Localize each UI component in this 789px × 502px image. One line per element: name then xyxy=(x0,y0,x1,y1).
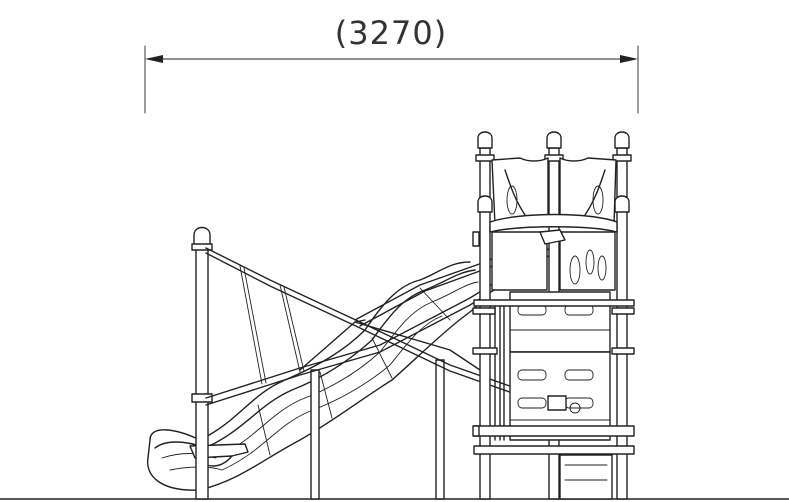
left-post xyxy=(191,226,213,500)
play-tower xyxy=(472,131,635,500)
middle-support-posts xyxy=(310,359,445,500)
dimension-label: (3270) xyxy=(335,14,447,52)
arrowhead-left xyxy=(145,55,163,63)
arrowhead-right xyxy=(620,55,638,63)
dimension-annotation: (3270) xyxy=(144,14,639,114)
